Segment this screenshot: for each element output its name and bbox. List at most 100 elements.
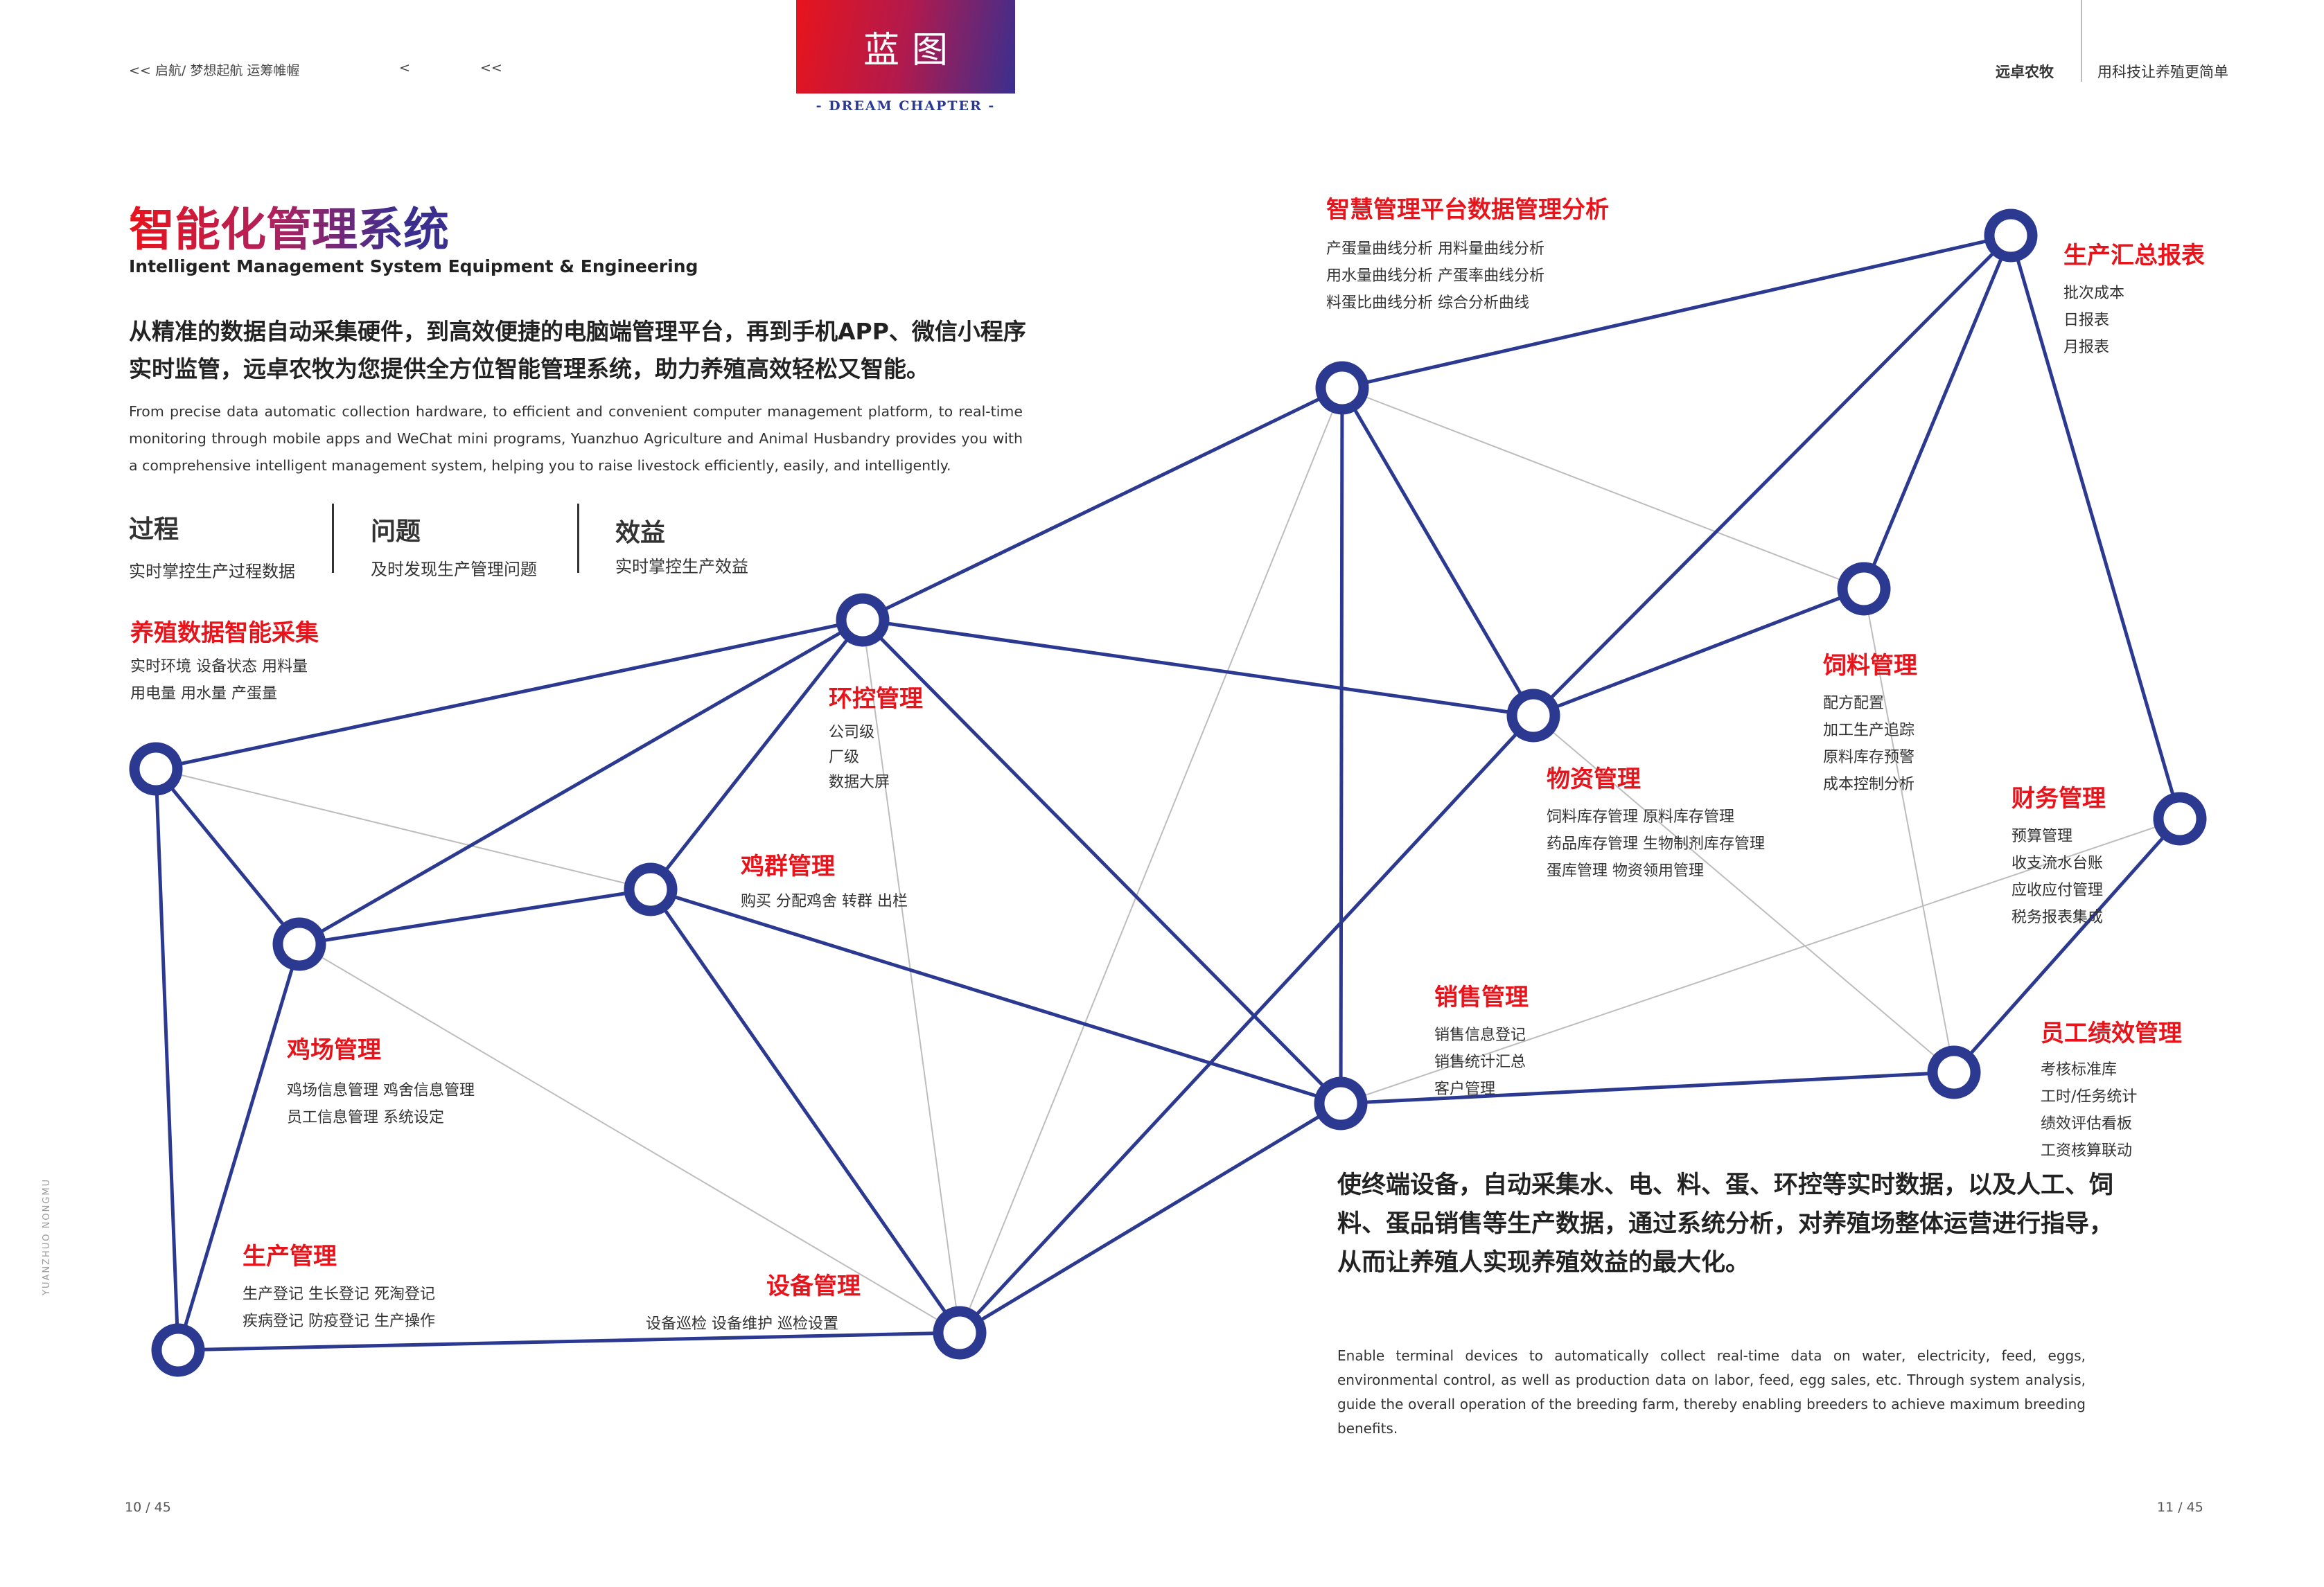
kpi-benefit-desc: 实时掌控生产效益 — [615, 557, 748, 576]
module-title: 鸡群管理 — [741, 853, 835, 880]
module-title: 员工绩效管理 — [2041, 1020, 2182, 1047]
page-title: 智能化管理系统 — [129, 193, 449, 259]
network-node — [151, 1323, 205, 1377]
connector-line — [2009, 235, 2182, 819]
module-line: 用电量 用水量 产蛋量 — [130, 685, 277, 702]
network-node — [933, 1306, 987, 1360]
module-title: 鸡场管理 — [287, 1036, 381, 1064]
intro-cn: 从精准的数据自动采集硬件，到高效便捷的电脑端管理平台，再到手机APP、微信小程序… — [129, 318, 1026, 382]
connector-line-thin — [1340, 818, 2181, 1104]
connector-line — [1339, 387, 1344, 1104]
network-node — [1837, 562, 1891, 616]
network-node — [2153, 792, 2207, 846]
module-title: 财务管理 — [2012, 785, 2106, 813]
kpi-process-title: 过程 — [129, 515, 179, 544]
connector-line — [861, 386, 1344, 622]
vertical-brand-text: YUANZHUO NONGMU — [42, 1178, 52, 1295]
module-finance: 财务管理 预算管理 收支流水台账 应收应付管理 税务报表集成 — [2012, 779, 2106, 931]
page-number-left: 10 / 45 — [125, 1500, 171, 1515]
module-smart-platform: 智慧管理平台数据管理分析 产蛋量曲线分析 用料量曲线分析 用水量曲线分析 产蛋率… — [1326, 190, 1609, 317]
connector-line — [1340, 387, 1535, 717]
network-node — [272, 917, 326, 971]
page-subtitle: Intelligent Management System Equipment … — [129, 256, 698, 276]
module-summary-report: 生产汇总报表 批次成本 日报表 月报表 — [2063, 236, 2205, 361]
header-marker-1: < — [399, 60, 410, 76]
network-node — [1927, 1045, 1981, 1099]
module-line: 日报表 — [2063, 312, 2110, 329]
connector-line — [176, 943, 301, 1351]
module-data-collection: 养殖数据智能采集 实时环境 设备状态 用料量 用电量 用水量 产蛋量 — [130, 614, 319, 707]
chapter-badge-text: 蓝图 — [863, 30, 960, 71]
network-node — [836, 593, 890, 647]
brand-name: 远卓农牧 — [1996, 64, 2054, 80]
module-title: 养殖数据智能采集 — [130, 619, 319, 647]
header-breadcrumb[interactable]: << 启航/ 梦想起航 运筹帷幄 — [129, 63, 300, 78]
module-line: 生产登记 生长登记 死淘登记 — [243, 1286, 435, 1303]
module-line: 厂级 — [829, 749, 860, 766]
brand-slogan: 用科技让养殖更简单 — [2097, 64, 2228, 80]
connector-line — [299, 887, 651, 946]
chapter-label: - DREAM CHAPTER - — [816, 98, 996, 114]
module-sales: 销售管理 销售信息登记 销售统计汇总 客户管理 — [1434, 978, 1529, 1103]
module-line: 产蛋量曲线分析 用料量曲线分析 — [1326, 240, 1544, 258]
module-line: 批次成本 — [2063, 285, 2125, 302]
connector-line-thin — [959, 387, 1343, 1333]
header-marker-2: << — [480, 60, 502, 76]
network-node — [624, 862, 678, 916]
connector-line — [1532, 234, 2012, 717]
connector-line — [1862, 235, 2013, 589]
connector-line — [1953, 817, 2181, 1074]
module-line: 工时/任务统计 — [2041, 1088, 2138, 1106]
module-line: 税务报表集成 — [2012, 909, 2104, 926]
module-env-control: 环控管理 公司级 厂级 数据大屏 — [829, 680, 923, 795]
module-line: 配方配置 — [1823, 695, 1885, 712]
module-line: 应收应付管理 — [2012, 882, 2104, 899]
connector-line — [861, 619, 1342, 1105]
module-line: 料蛋比曲线分析 综合分析曲线 — [1326, 294, 1529, 312]
module-title: 销售管理 — [1434, 984, 1529, 1011]
module-line: 工资核算联动 — [2041, 1142, 2133, 1160]
summary-en: Enable terminal devices to automatically… — [1337, 1347, 2086, 1437]
module-line: 销售信息登记 — [1434, 1027, 1526, 1044]
page-number-right: 11 / 45 — [2157, 1500, 2203, 1515]
module-title: 饲料管理 — [1823, 652, 1917, 680]
connector-line — [649, 888, 962, 1334]
module-line: 购买 分配鸡舍 转群 出栏 — [741, 893, 908, 910]
kpi-process-desc: 实时掌控生产过程数据 — [129, 562, 295, 581]
connector-line-thin — [299, 943, 960, 1333]
module-title: 生产汇总报表 — [2063, 242, 2205, 269]
kpi-problem-title: 问题 — [371, 517, 421, 546]
kpi-divider — [332, 504, 334, 573]
module-line: 员工信息管理 系统设定 — [287, 1109, 444, 1126]
kpi-problem-desc: 及时发现生产管理问题 — [371, 560, 537, 579]
connector-line — [298, 618, 864, 946]
module-staff-performance: 员工绩效管理 考核标准库 工时/任务统计 绩效评估看板 工资核算联动 — [2041, 1014, 2182, 1164]
module-line: 用水量曲线分析 产蛋率曲线分析 — [1326, 267, 1544, 285]
module-line: 预算管理 — [2012, 828, 2073, 845]
network-node — [1315, 361, 1369, 415]
module-line: 收支流水台账 — [2012, 855, 2104, 872]
connector-line — [958, 1101, 1342, 1335]
module-line: 鸡场信息管理 鸡舍信息管理 — [287, 1082, 475, 1099]
module-flock: 鸡群管理 购买 分配鸡舍 转群 出栏 — [741, 847, 908, 915]
network-node — [1984, 209, 2038, 263]
module-line: 客户管理 — [1434, 1081, 1496, 1098]
chapter-badge: 蓝图 — [796, 0, 1015, 94]
module-line: 疾病登记 防疫登记 生产操作 — [243, 1313, 435, 1330]
summary-cn: 使终端设备，自动采集水、电、料、蛋、环控等实时数据，以及人工、饲料、蛋品销售等生… — [1337, 1171, 2114, 1277]
module-title: 环控管理 — [829, 685, 923, 713]
module-line: 设备巡检 设备维护 巡检设置 — [646, 1315, 838, 1333]
intro-en: From precise data automatic collection h… — [129, 403, 1023, 474]
module-materials: 物资管理 饲料库存管理 原料库存管理 药品库存管理 生物制剂库存管理 蛋库管理 … — [1547, 760, 1765, 885]
module-title: 物资管理 — [1547, 765, 1641, 793]
module-equipment: 设备管理 设备巡检 设备维护 巡检设置 — [646, 1267, 861, 1338]
module-line: 蛋库管理 物资领用管理 — [1547, 862, 1704, 880]
connector-line — [650, 887, 1341, 1106]
kpi-benefit-title: 效益 — [615, 519, 666, 547]
connector-line — [1340, 1070, 1955, 1106]
module-title: 智慧管理平台数据管理分析 — [1326, 196, 1609, 224]
connector-line — [177, 1331, 960, 1352]
connector-line-thin — [155, 768, 651, 890]
connector-line-thin — [1533, 715, 1955, 1073]
